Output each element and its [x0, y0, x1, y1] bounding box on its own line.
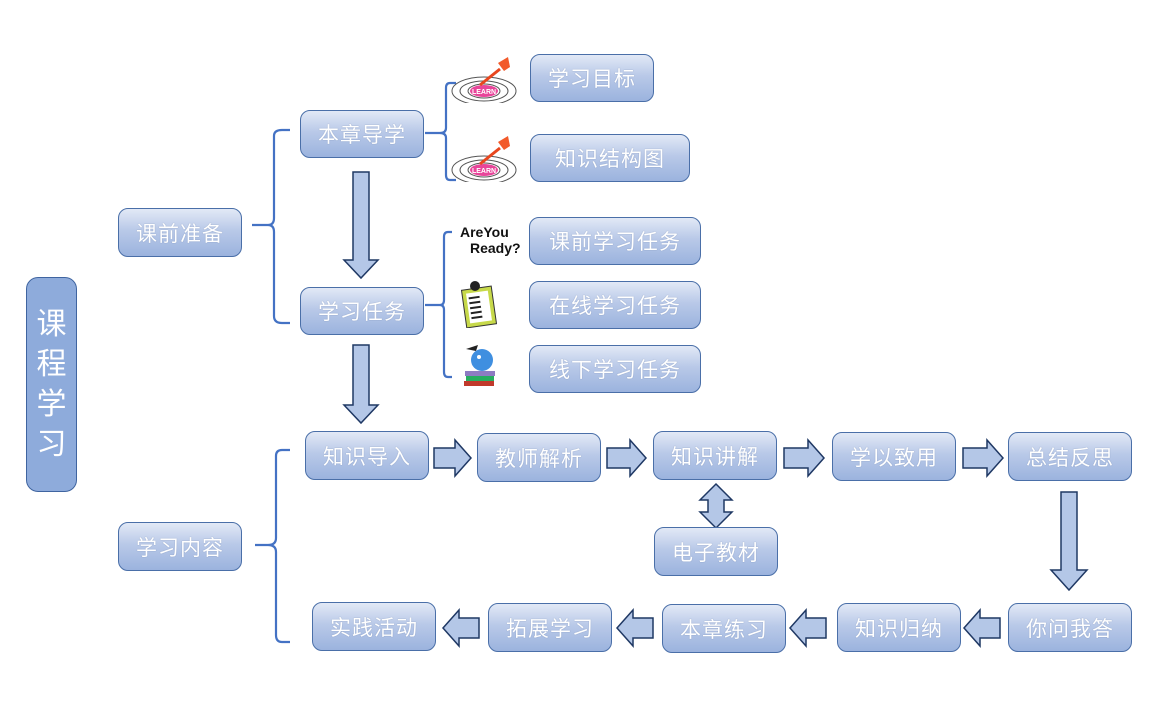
arrow-down-summary-to-qa	[1049, 491, 1089, 592]
arrow-down-guide-to-tasks	[342, 171, 380, 280]
arrow-left-4	[441, 608, 480, 648]
learn-text: LEARN	[472, 89, 496, 96]
bracket-tasks	[425, 230, 452, 379]
elephant-books-icon	[464, 345, 495, 386]
node-chapter-exercises[interactable]: 本章练习	[662, 604, 786, 653]
node-label: 实践活动	[330, 615, 418, 640]
node-label: 总结反思	[1026, 445, 1114, 470]
node-knowledge-intro[interactable]: 知识导入	[305, 431, 429, 480]
node-e-textbook[interactable]: 电子教材	[654, 527, 778, 576]
node-learning-goals[interactable]: 学习目标	[530, 54, 654, 102]
node-learning-tasks[interactable]: 学习任务	[300, 287, 424, 335]
arrow-down-tasks-to-content	[342, 344, 380, 425]
learn-text: LEARN	[472, 168, 496, 175]
arrow-updown-lecture-ebook	[698, 482, 734, 530]
node-label: 知识归纳	[855, 616, 943, 641]
node-label: 学习任务	[318, 300, 406, 324]
node-label: 课前学习任务	[549, 230, 681, 254]
arrow-left-3	[615, 608, 654, 648]
node-learning-content[interactable]: 学习内容	[118, 522, 242, 571]
ready-text: Ready?	[470, 240, 520, 256]
node-summary-reflection[interactable]: 总结反思	[1008, 432, 1132, 481]
node-label: 知识讲解	[671, 444, 759, 469]
arrow-left-2	[788, 608, 827, 648]
node-pre-class-tasks[interactable]: 课前学习任务	[529, 217, 701, 265]
bracket-prep	[252, 128, 290, 325]
node-knowledge-summary[interactable]: 知识归纳	[837, 603, 961, 652]
dart-target-learn-icon: LEARN	[451, 136, 517, 182]
root-char: 习	[36, 426, 67, 462]
node-label: 教师解析	[495, 446, 583, 471]
node-knowledge-map[interactable]: 知识结构图	[530, 134, 690, 182]
node-online-tasks[interactable]: 在线学习任务	[529, 281, 701, 329]
root-node-course-learning[interactable]: 课 程 学 习	[26, 277, 77, 492]
node-knowledge-lecture[interactable]: 知识讲解	[653, 431, 777, 480]
node-label: 拓展学习	[506, 616, 594, 641]
arrow-left-1	[962, 608, 1001, 648]
root-char: 学	[36, 386, 67, 422]
are-you-text: AreYou	[460, 224, 509, 240]
node-teacher-analysis[interactable]: 教师解析	[477, 433, 601, 482]
node-label: 本章导学	[318, 123, 406, 147]
root-char: 程	[36, 346, 67, 382]
clipboard-checklist-icon	[460, 281, 498, 328]
arrow-right-4	[962, 438, 1005, 478]
dart-target-learn-icon: LEARN	[451, 57, 517, 103]
node-label: 在线学习任务	[549, 294, 681, 318]
arrow-right-2	[606, 438, 648, 478]
node-label: 课前准备	[136, 221, 224, 246]
bracket-guide	[425, 81, 456, 182]
node-apply-learning[interactable]: 学以致用	[832, 432, 956, 481]
node-label: 学习目标	[548, 67, 636, 91]
node-label: 线下学习任务	[549, 358, 681, 382]
node-label: 电子教材	[672, 540, 760, 565]
are-you-ready-icon: AreYou Ready?	[460, 224, 520, 256]
arrow-right-3	[783, 438, 826, 478]
node-qa[interactable]: 你问我答	[1008, 603, 1132, 652]
node-label: 知识结构图	[555, 147, 665, 171]
node-extended-learning[interactable]: 拓展学习	[488, 603, 612, 652]
node-chapter-guide[interactable]: 本章导学	[300, 110, 424, 158]
node-label: 学以致用	[850, 445, 938, 470]
node-label: 本章练习	[680, 617, 768, 642]
node-pre-class-prep[interactable]: 课前准备	[118, 208, 242, 257]
node-label: 你问我答	[1026, 616, 1114, 641]
node-offline-tasks[interactable]: 线下学习任务	[529, 345, 701, 393]
arrow-right-1	[433, 438, 473, 478]
node-label: 知识导入	[323, 444, 411, 469]
root-char: 课	[36, 306, 67, 342]
node-practice-activities[interactable]: 实践活动	[312, 602, 436, 651]
bracket-content	[255, 448, 290, 644]
node-label: 学习内容	[136, 535, 224, 560]
